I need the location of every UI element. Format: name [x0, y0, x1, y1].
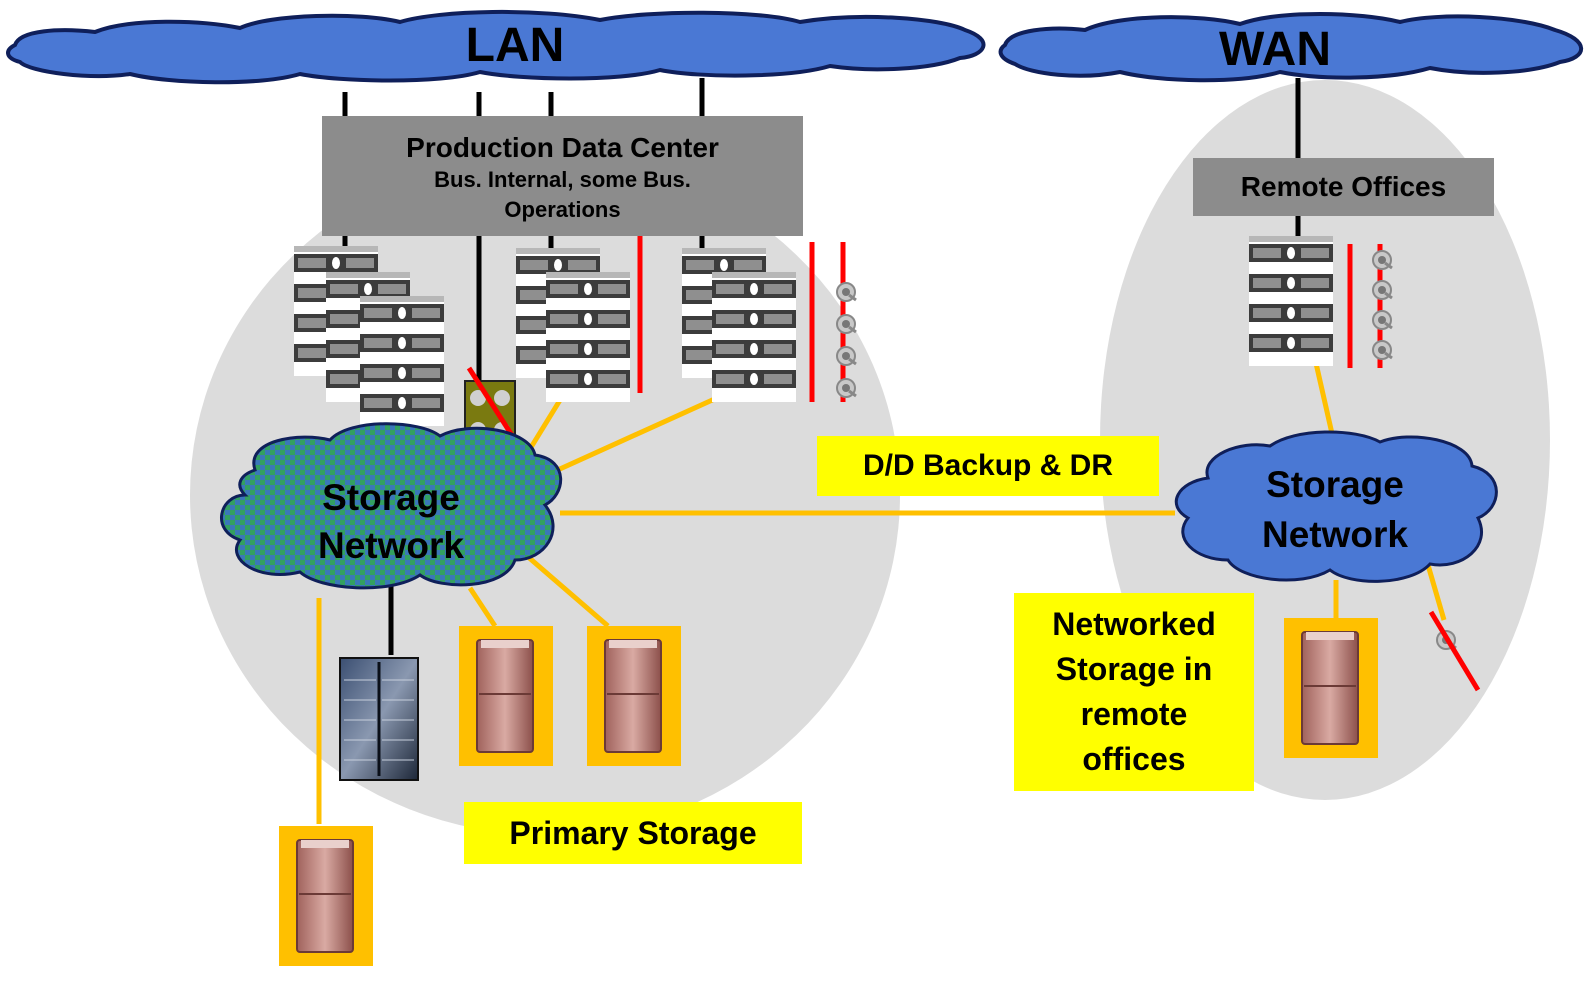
- disk-array-1: [458, 625, 554, 767]
- storage-links: [316, 349, 1447, 824]
- storage-network-main-label: Storage Network: [318, 477, 464, 566]
- wan-label: WAN: [1219, 23, 1331, 76]
- lan-cloud: [6, 9, 986, 85]
- dd-backup-label: D/D Backup & DR: [817, 436, 1159, 496]
- server-group-remote: [1249, 236, 1394, 368]
- production-data-center-box: Production Data Center Bus. Internal, so…: [322, 116, 803, 236]
- lan-label: LAN: [465, 19, 565, 72]
- wan-cloud: [998, 12, 1584, 83]
- server-group-3: [682, 242, 858, 402]
- storage-cloud-main: [220, 422, 563, 590]
- storage-network-remote-label: Storage Network: [1262, 464, 1408, 555]
- storage-cloud-remote: [1174, 430, 1498, 583]
- remote-offices-box: Remote Offices: [1193, 158, 1494, 216]
- enterprise-storage-rack: [339, 657, 419, 781]
- remote-tape-struck: [1428, 610, 1481, 692]
- server-group-2: [516, 234, 643, 402]
- primary-storage-label: Primary Storage: [464, 802, 802, 864]
- networked-storage-label: Networked Storage in remote offices: [1014, 593, 1254, 791]
- disk-array-offsite: [278, 825, 374, 967]
- disk-array-2: [586, 625, 682, 767]
- production-title: Production Data Center: [406, 132, 719, 163]
- disk-array-remote: [1283, 617, 1379, 759]
- production-subtitle: Bus. Internal, some Bus. Operations: [434, 167, 691, 222]
